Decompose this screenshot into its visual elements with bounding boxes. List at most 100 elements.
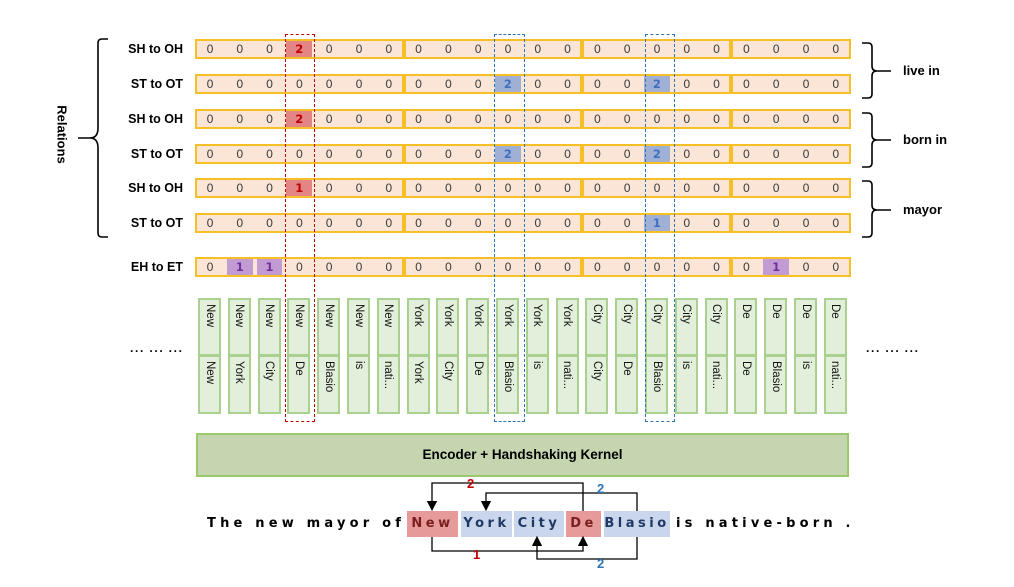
sentence-suffix: is native-born . [676,516,855,531]
arrow-label-blasio-york: 2 [597,481,605,496]
token-group [195,74,404,94]
token-group [403,178,583,198]
token-group [582,178,732,198]
encoder-block: Encoder + Handshaking Kernel [196,433,849,477]
matrix-cell: 0 [772,181,780,195]
token-head: York [436,298,460,356]
matrix-cell: 0 [265,181,274,195]
token-tail: City [257,356,281,414]
matrix-cell: 0 [772,147,780,161]
matrix-cell: 0 [295,77,304,91]
matrix-cell: 0 [742,112,751,126]
row-label: EH to ET [130,260,183,274]
token-group [582,109,732,129]
token-tail: nati... [823,356,847,414]
token-head: New [317,298,341,356]
token-group [403,74,583,94]
matrix-cell: 0 [742,42,751,56]
token-head: City [674,298,698,356]
row-label: ST to OT [130,216,183,230]
matrix-cell: 0 [623,42,631,56]
matrix-cell: 0 [683,112,691,126]
token-group [582,257,732,277]
matrix-cell: 0 [832,77,840,91]
token-tail: is [794,356,817,414]
token-head: City [585,298,609,356]
matrix-cell: 0 [295,260,304,274]
blue-dashed-column-2 [645,34,675,422]
matrix-cell: 0 [742,147,751,161]
matrix-cell: 0 [504,181,512,195]
token-group [195,213,404,233]
matrix-cell: 0 [325,181,333,195]
matrix-cell: 0 [712,112,721,126]
token-group [731,74,851,94]
token-group [731,257,851,277]
sentence-prefix: The new mayor of [207,516,406,531]
row-label: ST to OT [130,77,183,91]
matrix-cell: 0 [414,77,423,91]
ellipsis-right: ··· ··· ··· [866,344,920,358]
matrix-cell: 0 [832,147,840,161]
matrix-cell: 0 [474,147,482,161]
matrix-cell: 0 [444,112,453,126]
token-head: De [764,298,788,356]
matrix-cell: 0 [742,216,751,230]
matrix-cell: 0 [563,42,572,56]
token-head: City [645,298,668,356]
matrix-cell: 0 [563,181,572,195]
matrix-cell: 0 [623,77,631,91]
matrix-cell: 0 [444,260,453,274]
matrix-cell: 0 [534,112,542,126]
matrix-cell: 0 [325,77,333,91]
matrix-cell: 2 [286,41,313,57]
row-label: ST to OT [130,147,183,161]
matrix-cell: 0 [325,216,333,230]
token-group [731,178,851,198]
matrix-cell: 0 [206,147,214,161]
token-tail: Blasio [496,356,519,414]
token-head: City [615,298,639,356]
matrix-cell: 0 [832,112,840,126]
matrix-cell: 0 [355,147,363,161]
matrix-cell: 0 [236,181,244,195]
matrix-cell: 0 [385,112,393,126]
matrix-cell: 0 [385,260,393,274]
token-tail: York [227,356,251,414]
matrix-cell: 0 [355,216,363,230]
token-city: City [514,511,564,537]
matrix-cell: 0 [802,42,810,56]
relation-label-live-in: live in [903,63,940,78]
matrix-cell: 0 [653,42,661,56]
matrix-cell: 0 [712,181,721,195]
matrix-cell: 0 [474,77,482,91]
matrix-cell: 0 [712,216,721,230]
token-group [403,213,583,233]
token-head: De [823,298,847,356]
matrix-cell: 2 [495,76,521,92]
matrix-cell: 0 [593,260,602,274]
matrix-cell: 0 [563,112,572,126]
token-tail: De [287,356,311,414]
matrix-cell: 0 [623,260,631,274]
token-head: York [555,298,579,356]
token-tail: is [525,356,549,414]
token-head: New [347,298,370,356]
token-group [195,144,404,164]
matrix-cell: 0 [236,42,244,56]
token-head: City [704,298,728,356]
blue-dashed-column-1 [494,34,525,422]
